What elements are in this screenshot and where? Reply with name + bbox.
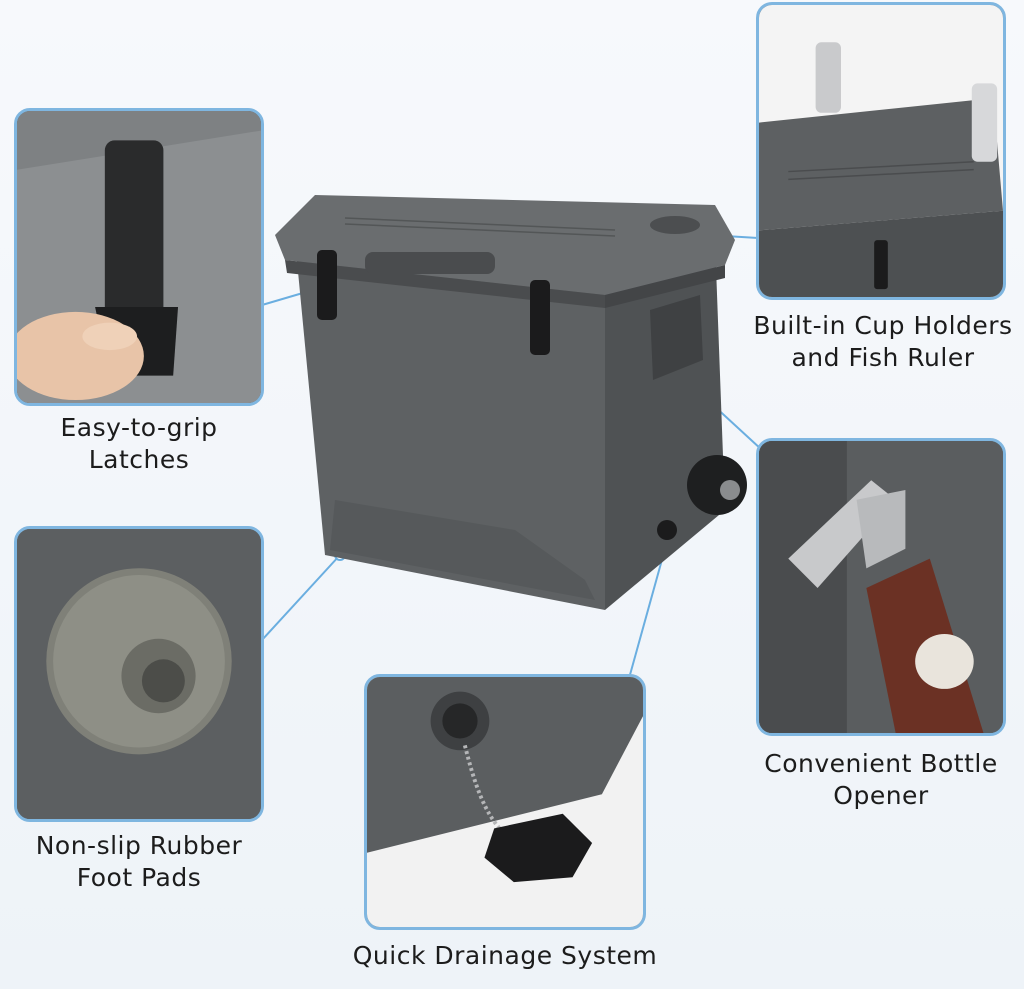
caption-latches-line1: Easy-to-grip xyxy=(60,413,218,442)
cooler-product-image xyxy=(275,195,747,610)
latch-left xyxy=(317,250,337,320)
caption-drainage: Quick Drainage System xyxy=(330,940,680,972)
caption-cup-holders-line1: Built-in Cup Holders xyxy=(753,311,1013,340)
caption-bottle-opener-line1: Convenient Bottle xyxy=(764,749,998,778)
caption-cup-holders: Built-in Cup Holders and Fish Ruler xyxy=(738,310,1024,374)
caption-drainage-line1: Quick Drainage System xyxy=(352,941,658,970)
caption-bottle-opener: Convenient Bottle Opener xyxy=(746,748,1016,812)
caption-bottle-opener-line2: Opener xyxy=(833,781,929,810)
callout-bottle-opener xyxy=(756,438,1006,736)
caption-foot-pads: Non-slip Rubber Foot Pads xyxy=(14,830,264,894)
callout-latches xyxy=(14,108,264,406)
drain-plug xyxy=(657,520,677,540)
caption-latches: Easy-to-grip Latches xyxy=(14,412,264,476)
callout-foot-pads xyxy=(14,526,264,822)
latch-right xyxy=(530,280,550,355)
wheel xyxy=(687,455,747,515)
callout-cup-holders xyxy=(756,2,1006,300)
callout-drainage xyxy=(364,674,646,930)
caption-foot-pads-line1: Non-slip Rubber xyxy=(35,831,243,860)
caption-cup-holders-line2: and Fish Ruler xyxy=(791,343,975,372)
caption-foot-pads-line2: Foot Pads xyxy=(76,863,202,892)
caption-latches-line2: Latches xyxy=(88,445,190,474)
